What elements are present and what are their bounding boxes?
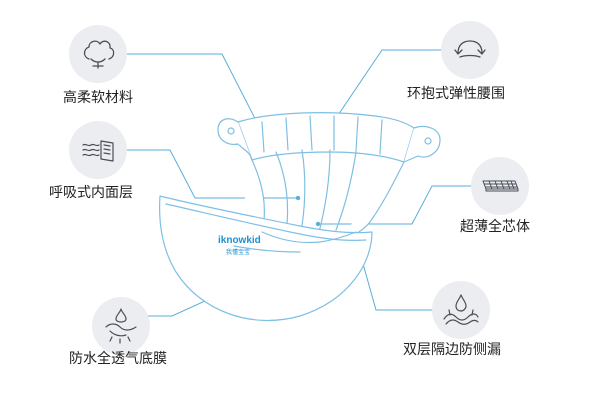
breathable-layer-icon <box>82 140 114 162</box>
brand-subtitle: 我懂宝宝 <box>226 248 250 256</box>
leader-line-elastic <box>327 49 442 131</box>
label-breathable-layer: 呼吸式内面层 <box>49 185 133 201</box>
label-waterproof-film: 防水全透气底膜 <box>69 351 167 367</box>
waterproof-film-badge <box>92 297 150 355</box>
absorbent-core-grid-icon <box>482 180 519 192</box>
breathable-layer-badge <box>69 121 127 179</box>
label-absorbent-core: 超薄全芯体 <box>460 219 530 235</box>
leader-line-leakguard <box>357 245 433 311</box>
water-drop-leakguard-icon <box>443 294 479 325</box>
absorbent-core-badge <box>471 157 529 215</box>
label-elastic-waistband: 环抱式弹性腰围 <box>407 86 505 102</box>
cotton-icon <box>83 40 115 69</box>
soft-material-badge <box>69 25 127 83</box>
label-soft-material: 高柔软材料 <box>63 90 133 106</box>
label-leak-guard: 双层隔边防侧漏 <box>403 342 501 358</box>
elastic-waistband-badge <box>441 21 499 79</box>
waterproof-film-icon <box>105 308 137 344</box>
leader-line-breathable <box>127 149 298 199</box>
leader-line-core <box>318 185 472 225</box>
leader-line-soft-material <box>127 53 269 145</box>
brand-logo: iknowkid <box>218 235 261 246</box>
leak-guard-badge <box>432 281 490 339</box>
stretch-arrows-icon <box>454 40 486 58</box>
diaper-illustration <box>159 112 441 322</box>
